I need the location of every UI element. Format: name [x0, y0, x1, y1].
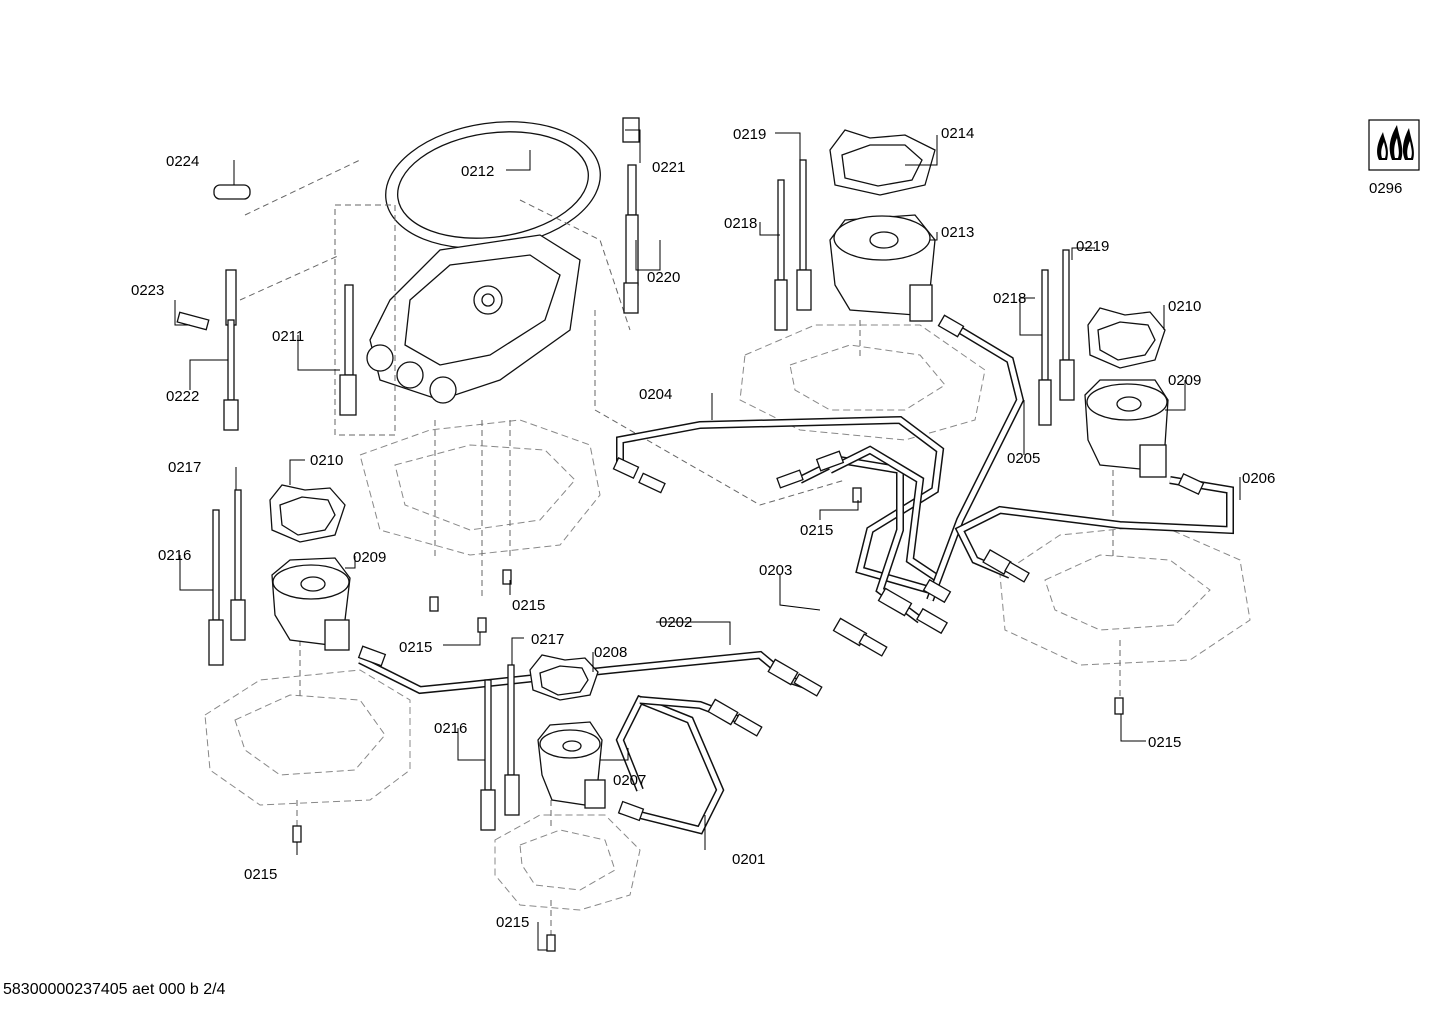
label-0207: 0207 — [613, 772, 646, 789]
label-0213: 0213 — [941, 224, 974, 241]
label-0202: 0202 — [659, 614, 692, 631]
label-0216-bottom: 0216 — [434, 720, 467, 737]
label-0220: 0220 — [647, 269, 680, 286]
screws — [292, 487, 1124, 952]
gasket-0214 — [829, 129, 936, 196]
label-0224: 0224 — [166, 153, 199, 170]
burner-grate-top-center — [359, 419, 601, 556]
label-0211: 0211 — [272, 328, 304, 345]
label-0217-left: 0217 — [168, 459, 201, 476]
assembly-guide-lines — [239, 159, 1121, 935]
label-0212: 0212 — [461, 163, 494, 180]
label-0209-right: 0209 — [1168, 372, 1201, 389]
burner-grate-right — [999, 524, 1251, 666]
label-0201: 0201 — [732, 851, 765, 868]
label-0217-bottom: 0217 — [531, 631, 564, 648]
burner-cup-0209-left — [271, 557, 351, 651]
label-0215-right: 0215 — [1148, 734, 1181, 751]
label-0215-bottom: 0215 — [496, 914, 529, 931]
gasket-0210-left — [269, 484, 346, 543]
label-0218-top: 0218 — [724, 215, 757, 232]
label-0216-left: 0216 — [158, 547, 191, 564]
leader-lines — [174, 129, 1241, 951]
part-labels: 0221 0220 0212 0224 0223 0222 0211 0219 … — [131, 125, 1402, 931]
burner-grate-bottom-center — [494, 814, 641, 911]
electrodes — [176, 117, 1075, 831]
label-0208: 0208 — [594, 644, 627, 661]
label-0222: 0222 — [166, 388, 199, 405]
burner-grate-left — [204, 669, 411, 806]
label-0214: 0214 — [941, 125, 974, 142]
label-0221: 0221 — [652, 159, 685, 176]
label-0215-left: 0215 — [244, 866, 277, 883]
label-0215-center: 0215 — [800, 522, 833, 539]
gas-pipes — [357, 314, 1234, 835]
label-0204: 0204 — [639, 386, 672, 403]
burner-cup-0207 — [537, 721, 606, 809]
label-0210-left: 0210 — [310, 452, 343, 469]
label-0219-right: 0219 — [1076, 238, 1109, 255]
main-burner-body — [334, 204, 581, 436]
label-0215-midleft: 0215 — [399, 639, 432, 656]
label-0296: 0296 — [1369, 180, 1402, 197]
label-0205: 0205 — [1007, 450, 1040, 467]
label-0210-right: 0210 — [1168, 298, 1201, 315]
label-0223: 0223 — [131, 282, 164, 299]
label-0215-mid: 0215 — [512, 597, 545, 614]
label-0203: 0203 — [759, 562, 792, 579]
burner-grate-top-right — [739, 324, 986, 441]
burner-cup-0209-right — [1084, 379, 1169, 478]
burner-cup-0213 — [829, 214, 936, 322]
gasket-ring — [385, 121, 601, 249]
document-code: 58300000237405 aet 000 b 2/4 — [3, 981, 226, 998]
gasket-0210-right — [1087, 307, 1166, 369]
label-0218-right: 0218 — [993, 290, 1026, 307]
label-0219-top: 0219 — [733, 126, 766, 143]
gasket-0208 — [529, 654, 599, 701]
label-0206: 0206 — [1242, 470, 1275, 487]
label-0209-left: 0209 — [353, 549, 386, 566]
gas-flame-icon — [1368, 119, 1420, 171]
